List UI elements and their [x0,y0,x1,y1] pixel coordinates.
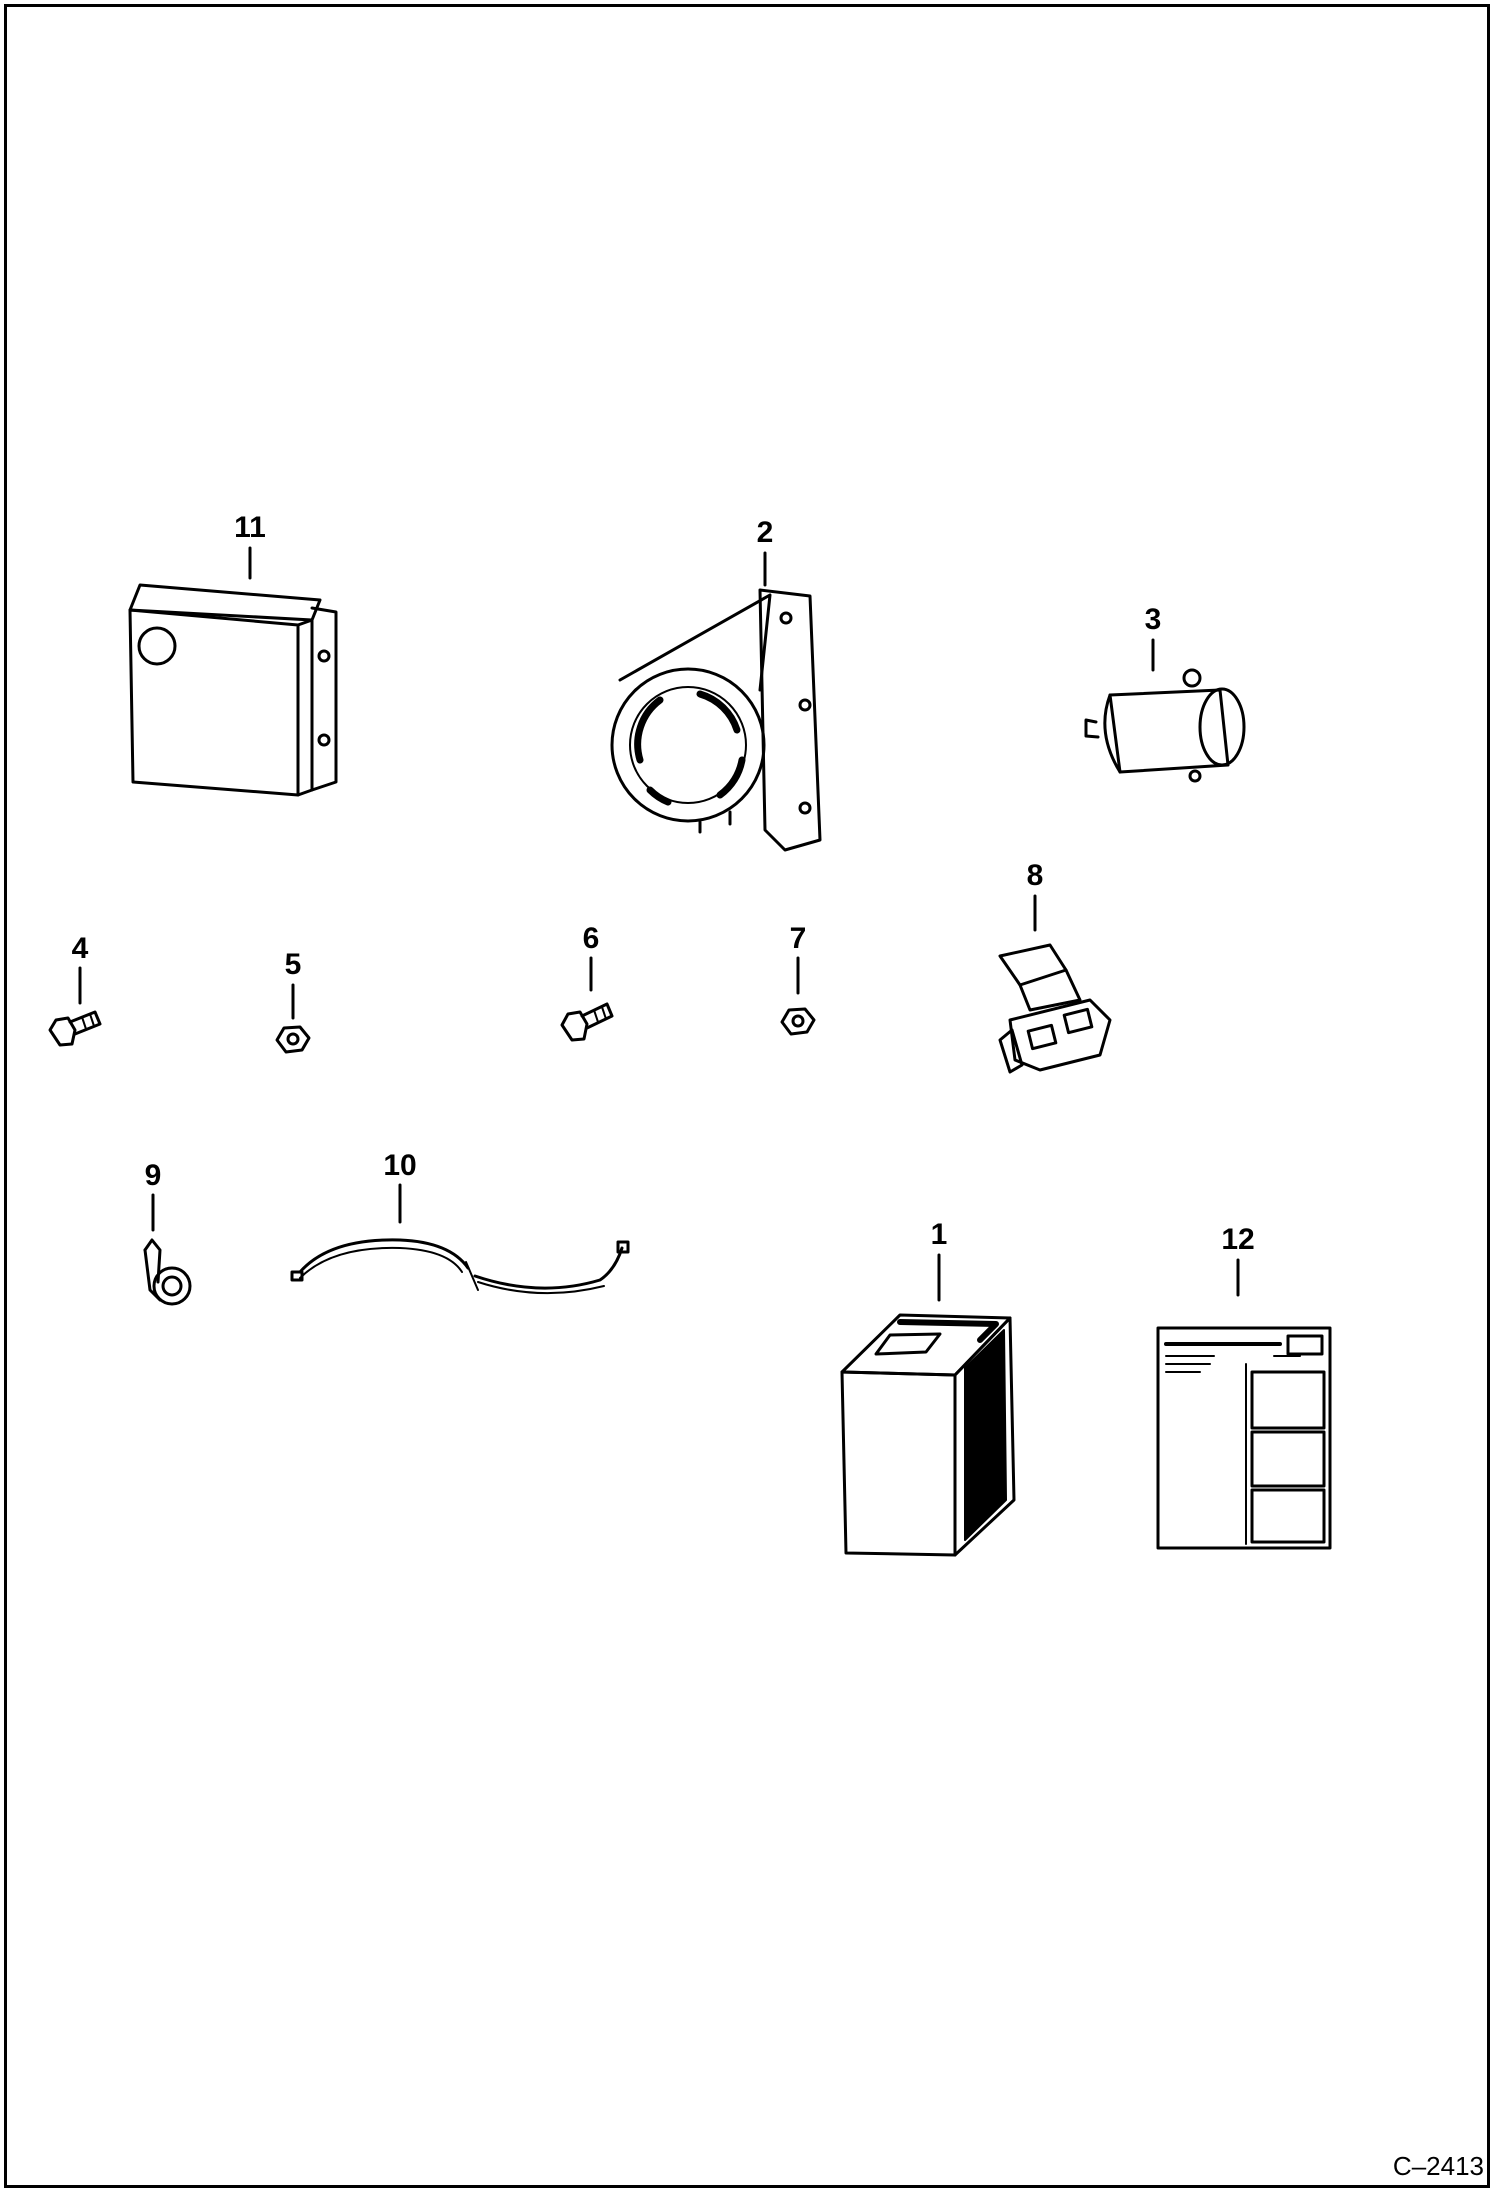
callout-1: 1 [930,1218,948,1251]
instruction-sheet-icon [1156,1326,1332,1550]
callout-4: 4 [71,932,89,965]
nut-icon [780,1007,816,1036]
wire-harness-icon [290,1238,630,1295]
callout-6: 6 [582,922,600,955]
leader-lines [78,546,1240,1302]
bolt-icon [560,1002,614,1042]
callout-2: 2 [756,516,774,549]
clamp-icon [143,1238,192,1306]
bolt-icon [48,1010,102,1047]
callout-8: 8 [1026,859,1044,892]
battery-box-icon [840,1313,1016,1557]
control-box-icon [128,583,338,797]
horn-with-bracket-icon [610,588,822,852]
callout-5: 5 [284,948,302,981]
switch-icon [998,943,1112,1074]
figure-reference: C–2413 [1392,2151,1484,2181]
nut-icon [275,1025,311,1054]
callout-10: 10 [383,1149,417,1182]
diagram-border [4,4,1490,2188]
callout-3: 3 [1144,603,1162,636]
callout-7: 7 [789,922,807,955]
callout-9: 9 [144,1159,162,1192]
motor-icon [1084,668,1246,783]
callout-11: 11 [234,511,266,544]
callout-12: 12 [1221,1223,1255,1256]
